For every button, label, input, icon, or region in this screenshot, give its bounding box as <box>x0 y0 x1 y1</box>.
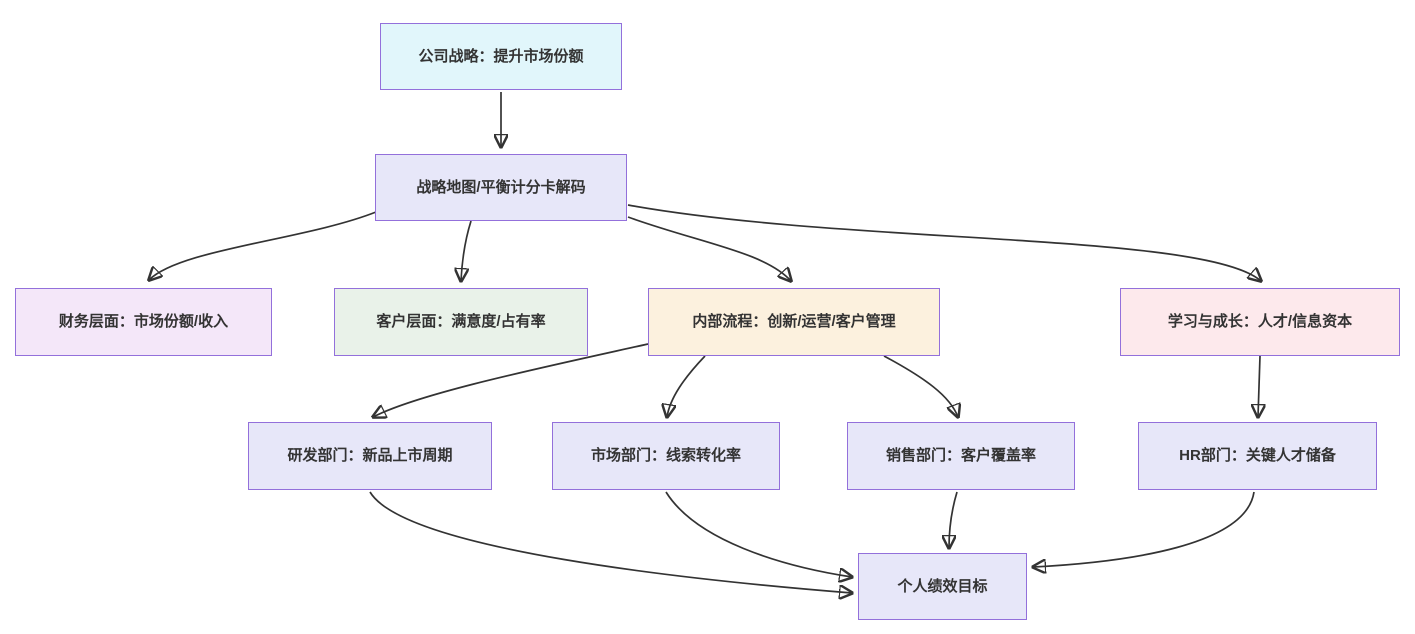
node-rd-department: 研发部门：新品上市周期 <box>248 422 492 490</box>
node-sales-department: 销售部门：客户覆盖率 <box>847 422 1075 490</box>
node-learning-label: 学习与成长：人才/信息资本 <box>1167 313 1353 331</box>
node-customer-label: 客户层面：满意度/占有率 <box>376 313 546 331</box>
node-strategy-map-label: 战略地图/平衡计分卡解码 <box>416 178 586 196</box>
node-company-strategy: 公司战略：提升市场份额 <box>380 23 622 90</box>
node-strategy-map: 战略地图/平衡计分卡解码 <box>375 154 627 221</box>
node-sales-label: 销售部门：客户覆盖率 <box>885 447 1036 465</box>
node-marketing-label: 市场部门：线索转化率 <box>590 447 741 465</box>
node-learning-growth: 学习与成长：人才/信息资本 <box>1120 288 1400 356</box>
edge-marketing-to-personal <box>665 491 852 577</box>
node-personal-performance: 个人绩效目标 <box>858 553 1027 620</box>
node-finance-label: 财务层面：市场份额/收入 <box>58 313 229 331</box>
edge-map-to-finance <box>149 211 377 280</box>
node-marketing-department: 市场部门：线索转化率 <box>552 422 780 490</box>
node-hr-department: HR部门：关键人才储备 <box>1138 422 1377 490</box>
edge-internal-to-sales <box>883 355 958 417</box>
edge-learning-to-hr <box>1258 355 1260 417</box>
edge-map-to-customer <box>461 220 472 281</box>
edge-hr-to-personal <box>1033 491 1255 567</box>
node-hr-label: HR部门：关键人才储备 <box>1179 447 1336 465</box>
edge-sales-to-personal <box>949 491 958 548</box>
node-customer-perspective: 客户层面：满意度/占有率 <box>334 288 588 356</box>
node-finance-perspective: 财务层面：市场份额/收入 <box>15 288 272 356</box>
node-internal-label: 内部流程：创新/运营/客户管理 <box>692 313 896 331</box>
edge-map-to-learning <box>627 204 1261 281</box>
edge-rd-to-personal <box>369 491 852 593</box>
edge-internal-to-marketing <box>667 355 706 417</box>
edge-map-to-internal <box>627 216 791 281</box>
node-personal-label: 个人绩效目标 <box>897 577 988 595</box>
node-rd-label: 研发部门：新品上市周期 <box>287 447 453 465</box>
node-company-strategy-label: 公司战略：提升市场份额 <box>418 47 584 65</box>
node-internal-process: 内部流程：创新/运营/客户管理 <box>648 288 940 356</box>
